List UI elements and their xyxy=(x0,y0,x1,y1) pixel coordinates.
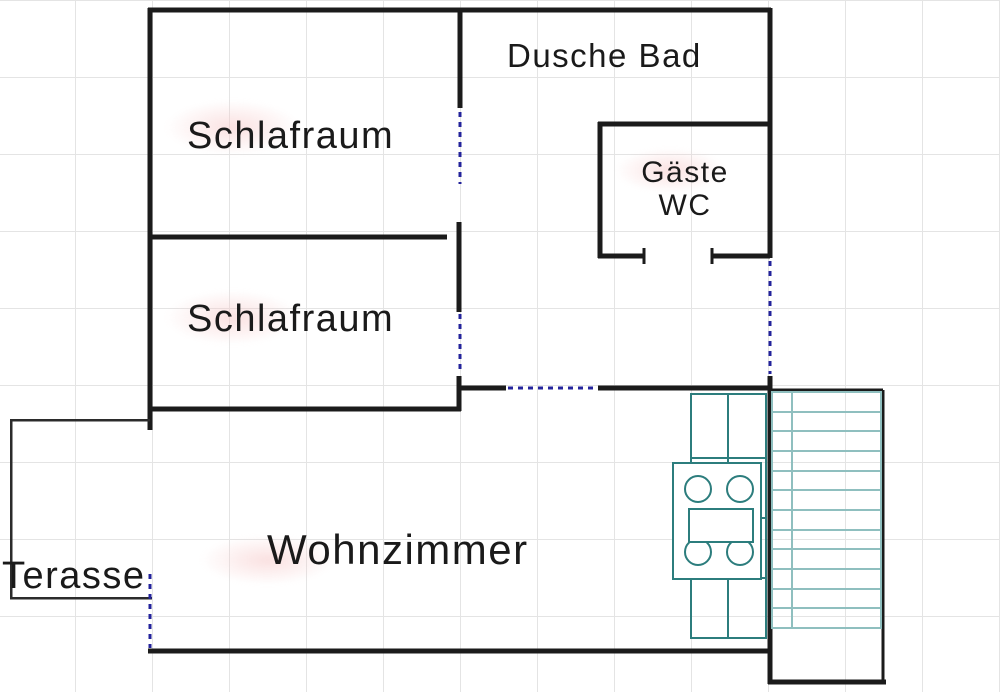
table-center xyxy=(688,508,754,543)
label-terasse: Terasse xyxy=(2,555,146,597)
label-gaeste-wc: Gäste WC xyxy=(595,156,775,222)
label-dusche-bad: Dusche Bad xyxy=(507,37,702,74)
door-openings xyxy=(148,112,772,648)
chair-icon xyxy=(726,475,754,503)
kitchen-fixtures xyxy=(672,393,767,639)
label-gaeste-line1: Gäste xyxy=(641,156,729,189)
staircase xyxy=(771,391,882,629)
chair-icon xyxy=(684,475,712,503)
staircase-steps xyxy=(772,411,881,609)
label-wohnzimmer: Wohnzimmer xyxy=(267,526,529,573)
walls xyxy=(147,7,886,685)
label-schlafraum-2: Schlafraum xyxy=(187,298,395,340)
label-schlafraum-1: Schlafraum xyxy=(187,115,395,157)
label-gaeste-line2: WC xyxy=(658,189,712,222)
terrace-outline xyxy=(9,418,152,600)
wall-gaestewc-jamb xyxy=(642,248,714,264)
